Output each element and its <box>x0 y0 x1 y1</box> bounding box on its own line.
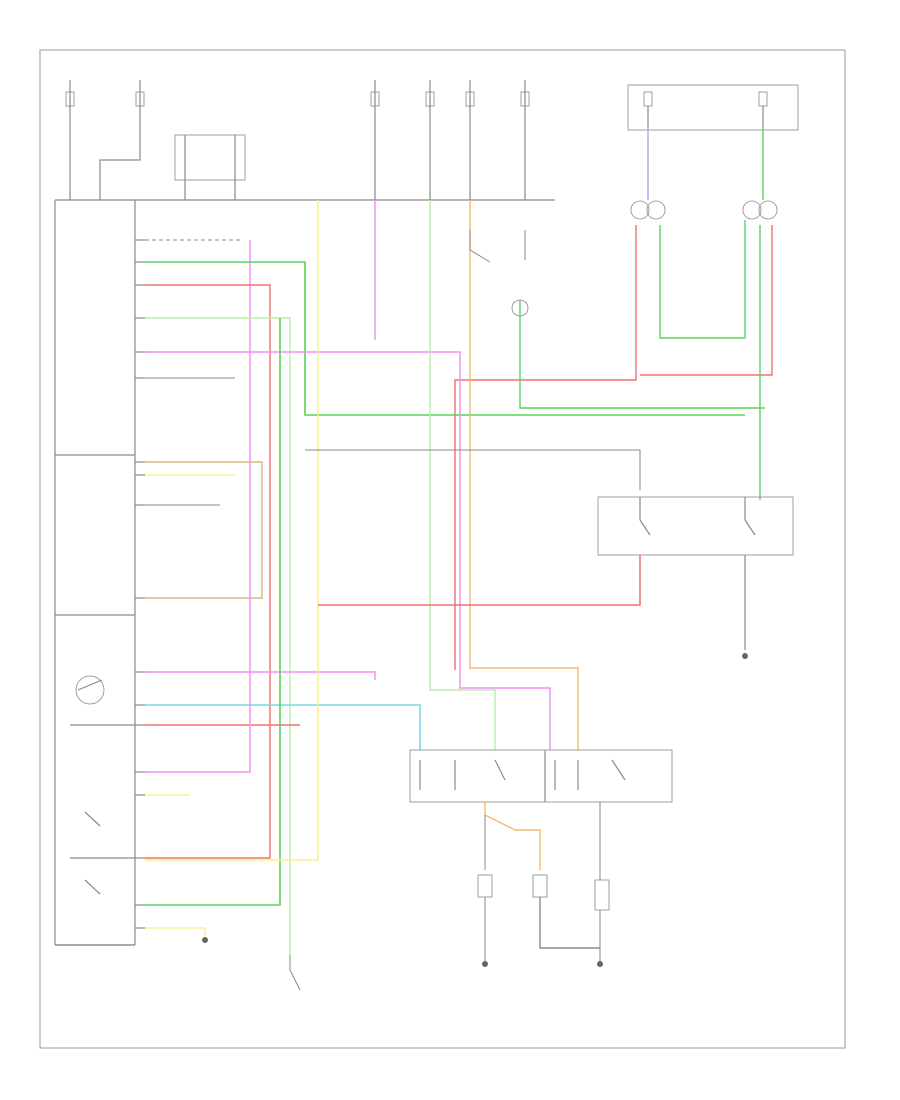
lamp-right <box>594 879 610 911</box>
lamp-left <box>477 874 493 898</box>
fuse-4 <box>425 91 435 107</box>
fuse-3 <box>370 91 380 107</box>
module-switches <box>70 675 135 895</box>
module-left <box>54 200 136 946</box>
ground-3 <box>597 961 603 967</box>
ground-2 <box>482 961 488 967</box>
wire-tan-loop <box>145 461 263 599</box>
ground-1 <box>742 653 748 659</box>
relay-right <box>597 496 794 650</box>
right-headlamp <box>742 200 778 220</box>
fuse-8 <box>758 91 768 107</box>
lamp-center <box>532 874 548 898</box>
fuse-2 <box>135 91 145 107</box>
fuse-row <box>65 80 799 200</box>
diagram-frame <box>39 49 846 1049</box>
switch-middle <box>469 230 529 317</box>
fuse-7 <box>643 91 653 107</box>
fuse-6 <box>520 91 530 107</box>
fuse-1 <box>65 91 75 107</box>
relay-top <box>99 130 246 200</box>
relay-center-lower <box>409 749 673 803</box>
left-headlamp <box>630 200 666 220</box>
module-pins <box>135 239 145 929</box>
fuse-5 <box>465 91 475 107</box>
ground-4 <box>202 937 208 943</box>
